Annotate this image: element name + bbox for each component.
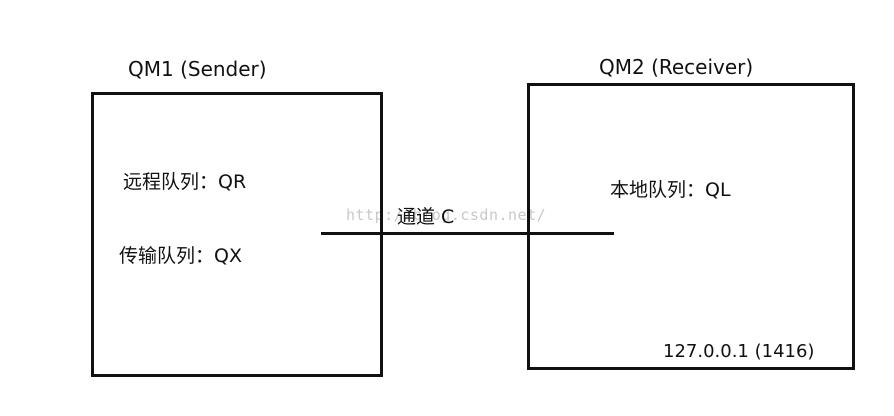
receiver-address: 127.0.0.1 (1416)	[663, 341, 815, 362]
channel-label: 通道 C	[397, 206, 455, 228]
channel-line	[321, 232, 614, 235]
remote-queue-label: 远程队列：QR	[123, 171, 247, 193]
receiver-title: QM2 (Receiver)	[599, 55, 754, 79]
receiver-box	[527, 83, 855, 370]
transmission-queue-label: 传输队列：QX	[119, 245, 242, 267]
local-queue-label: 本地队列：QL	[610, 179, 731, 201]
sender-title: QM1 (Sender)	[128, 57, 267, 81]
watermark-url: http://blog.csdn.net/	[346, 206, 547, 224]
